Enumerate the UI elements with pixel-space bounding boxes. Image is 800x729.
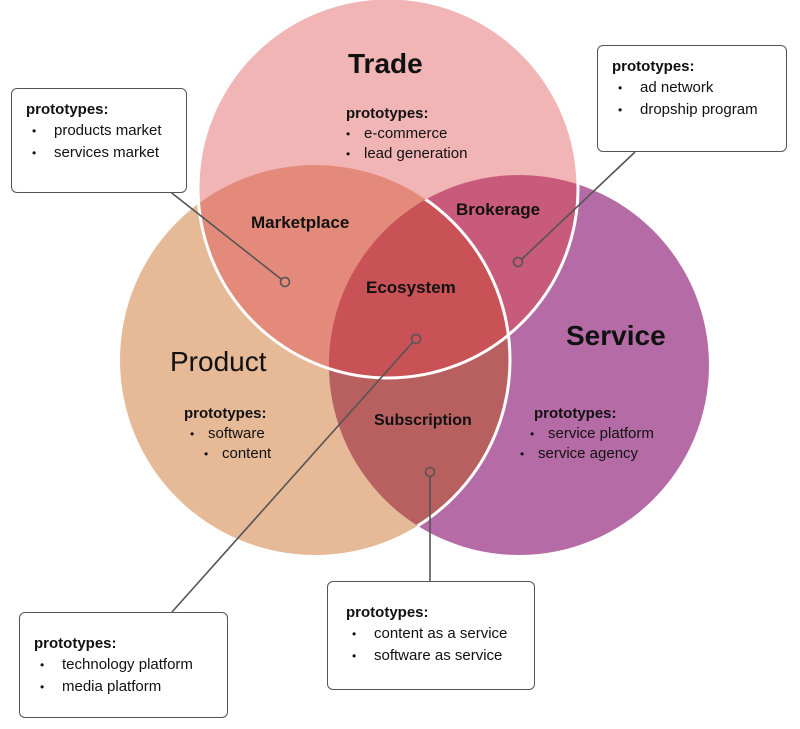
list-item: dropship program xyxy=(612,99,772,121)
trade-title: Trade xyxy=(348,48,423,79)
marketplace-label: Marketplace xyxy=(251,213,350,232)
list-item: e-commerce xyxy=(346,124,467,144)
brokerage-dot xyxy=(512,256,524,268)
product-title: Product xyxy=(170,346,267,377)
product-prototypes-heading: prototypes: xyxy=(184,405,267,422)
list-item: service platform xyxy=(520,424,654,444)
service-title: Service xyxy=(566,320,666,351)
list-item: services market xyxy=(26,142,172,164)
subscription-callout: prototypes: content as a servicesoftware… xyxy=(327,581,535,690)
list-item: lead generation xyxy=(346,144,467,164)
trade-prototypes-heading: prototypes: xyxy=(346,105,429,122)
subscription-label: Subscription xyxy=(374,412,472,429)
brokerage-callout: prototypes: ad networkdropship program xyxy=(597,45,787,152)
trade-prototypes: prototypes: e-commercelead generation xyxy=(346,104,467,164)
list-item: software as service xyxy=(346,645,520,667)
callout-heading: prototypes: xyxy=(346,604,429,621)
list-item: media platform xyxy=(34,676,213,698)
trade-outline xyxy=(196,0,580,380)
list-item: ad network xyxy=(612,77,772,99)
ecosystem-leader-line xyxy=(171,341,414,613)
list-item: content xyxy=(184,444,271,464)
ecosystem-dot xyxy=(410,333,422,345)
brokerage-label: Brokerage xyxy=(456,200,541,219)
product-outline xyxy=(329,175,512,555)
subscription-dot xyxy=(424,466,436,478)
marketplace-leader-line xyxy=(167,189,282,280)
ecosystem-label: Ecosystem xyxy=(366,278,456,297)
callout-heading: prototypes: xyxy=(26,101,109,118)
callout-heading: prototypes: xyxy=(612,58,695,75)
list-item: software xyxy=(184,424,271,444)
product-prototypes: prototypes: softwarecontent xyxy=(184,404,271,464)
list-item: technology platform xyxy=(34,654,213,676)
list-item: service agency xyxy=(520,444,654,464)
marketplace-callout: prototypes: products marketservices mark… xyxy=(11,88,187,193)
brokerage-leader-line xyxy=(521,151,636,260)
list-item: content as a service xyxy=(346,623,520,645)
marketplace-dot xyxy=(279,276,291,288)
list-item: products market xyxy=(26,120,172,142)
service-prototypes: prototypes: service platformservice agen… xyxy=(520,404,654,464)
ecosystem-callout: prototypes: technology platformmedia pla… xyxy=(19,612,228,718)
callout-heading: prototypes: xyxy=(34,635,117,652)
service-prototypes-heading: prototypes: xyxy=(534,405,617,422)
